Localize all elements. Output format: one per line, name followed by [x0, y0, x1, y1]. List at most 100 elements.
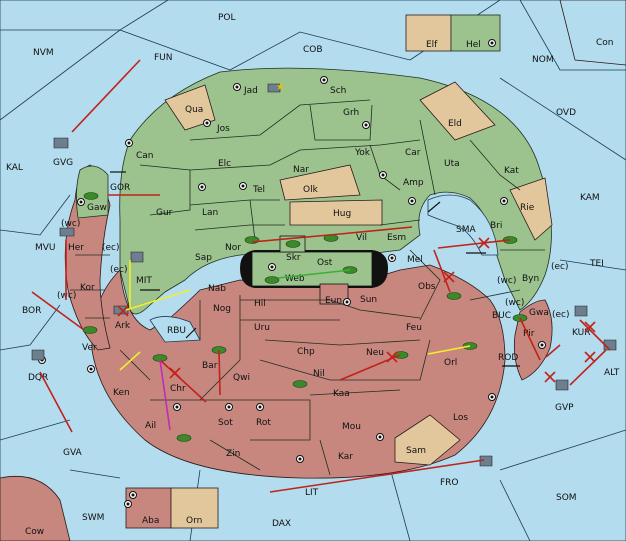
- label-zin: Zin: [226, 449, 240, 459]
- bay-rbu[interactable]: [149, 316, 201, 343]
- label-rie: Rie: [520, 203, 535, 213]
- label-los: Los: [453, 413, 468, 423]
- army-unit[interactable]: [244, 236, 260, 244]
- svg-text:(ec): (ec): [102, 243, 120, 253]
- fleet-unit[interactable]: [574, 305, 588, 317]
- region-qua[interactable]: [164, 84, 216, 131]
- label-kor: Kor: [80, 283, 95, 293]
- fleet-unit[interactable]: [555, 379, 569, 391]
- label-ken: Ken: [113, 388, 130, 398]
- label-uru: Uru: [254, 323, 270, 333]
- region-orn[interactable]: [170, 487, 219, 529]
- army-unit[interactable]: [292, 380, 308, 388]
- star-icon: ★: [276, 82, 285, 93]
- region-olk[interactable]: [279, 164, 361, 201]
- fleet-unit[interactable]: [130, 251, 144, 263]
- label-kar: Kar: [338, 452, 353, 462]
- home-box-northeast: [405, 14, 501, 52]
- label-aba: Aba: [142, 516, 159, 526]
- label-buc: BUC: [492, 311, 511, 321]
- label-nor: Nor: [225, 243, 241, 253]
- label-nab: Nab: [208, 284, 226, 294]
- svg-text:(wc): (wc): [505, 298, 524, 308]
- label-kam: KAM: [580, 193, 600, 203]
- region-gaw[interactable]: [76, 165, 109, 219]
- label-gva: GVA: [63, 448, 83, 458]
- army-unit[interactable]: [264, 276, 280, 284]
- region-con-sea[interactable]: [559, 0, 626, 66]
- label-mel: Mel: [407, 255, 423, 265]
- label-orl: Orl: [444, 358, 457, 368]
- label-nom: NOM: [532, 55, 554, 65]
- fleet-unit[interactable]: [53, 137, 69, 149]
- label-alt: ALT: [604, 368, 620, 378]
- region-rie[interactable]: [509, 177, 553, 241]
- label-pol: POL: [218, 13, 236, 23]
- label-nar: Nar: [293, 165, 309, 175]
- units: ★: [31, 82, 617, 467]
- label-bor: BOR: [22, 306, 41, 316]
- label-byn: Byn: [522, 274, 539, 284]
- label-con: Con: [596, 38, 614, 48]
- label-mit: MIT: [136, 276, 152, 286]
- label-ost: Ost: [317, 258, 333, 268]
- label-chr: Chr: [170, 384, 186, 394]
- label-nog: Nog: [213, 304, 231, 314]
- label-eun: Eun: [325, 296, 342, 306]
- label-pir: Pir: [523, 329, 535, 339]
- label-ovd: OVD: [556, 108, 576, 118]
- region-eun[interactable]: [319, 283, 349, 305]
- army-unit[interactable]: [83, 192, 99, 200]
- svg-text:(ec): (ec): [551, 262, 569, 272]
- label-lit: LIT: [305, 488, 319, 498]
- label-her: Her: [68, 243, 84, 253]
- army-unit[interactable]: [446, 292, 462, 300]
- fleet-unit[interactable]: [267, 83, 281, 93]
- svg-text:(wc): (wc): [497, 276, 516, 286]
- label-gvp: GVP: [555, 403, 574, 413]
- label-sam: Sam: [406, 446, 426, 456]
- label-can: Can: [136, 151, 154, 161]
- label-uta: Uta: [444, 159, 460, 169]
- failed-order-marks: [117, 237, 596, 383]
- label-gur: Gur: [156, 208, 173, 218]
- fleet-unit[interactable]: [479, 455, 493, 467]
- label-cow: Cow: [25, 527, 44, 537]
- fleet-unit[interactable]: [59, 227, 75, 237]
- label-hel: Hel: [466, 40, 481, 50]
- label-som: SOM: [556, 493, 577, 503]
- label-lan: Lan: [202, 208, 218, 218]
- label-ark: Ark: [115, 321, 131, 331]
- label-mou: Mou: [342, 422, 361, 432]
- label-car: Car: [405, 148, 421, 158]
- label-grh: Grh: [343, 108, 359, 118]
- label-eld: Eld: [448, 119, 462, 129]
- label-obs: Obs: [418, 282, 436, 292]
- label-jos: Jos: [216, 124, 230, 134]
- region-borders: [70, 99, 545, 476]
- svg-text:(wc): (wc): [61, 219, 80, 229]
- army-unit[interactable]: [82, 326, 98, 334]
- label-sun: Sun: [360, 295, 377, 305]
- region-sam[interactable]: [394, 414, 461, 466]
- region-red-south[interactable]: [91, 264, 506, 479]
- label-kal: KAL: [6, 163, 23, 173]
- label-sma: SMA: [456, 225, 476, 235]
- army-unit[interactable]: [176, 434, 192, 442]
- label-gwa: Gwa: [529, 308, 549, 318]
- region-eld[interactable]: [419, 81, 496, 141]
- label-elf: Elf: [426, 40, 438, 50]
- fleet-unit[interactable]: [31, 349, 45, 361]
- label-bri: Bri: [490, 221, 502, 231]
- label-web: Web: [285, 274, 305, 284]
- region-elf[interactable]: [405, 14, 452, 52]
- label-gaw: Gaw: [87, 203, 107, 213]
- label-bar: Bar: [202, 361, 218, 371]
- region-cow[interactable]: [0, 475, 71, 541]
- label-gor: GOR: [110, 183, 130, 193]
- label-neu: Neu: [366, 348, 384, 358]
- region-labels: POL COB NVM FUN NOM Con KAL GVG OVD KAM …: [6, 13, 620, 537]
- army-unit[interactable]: [285, 240, 301, 248]
